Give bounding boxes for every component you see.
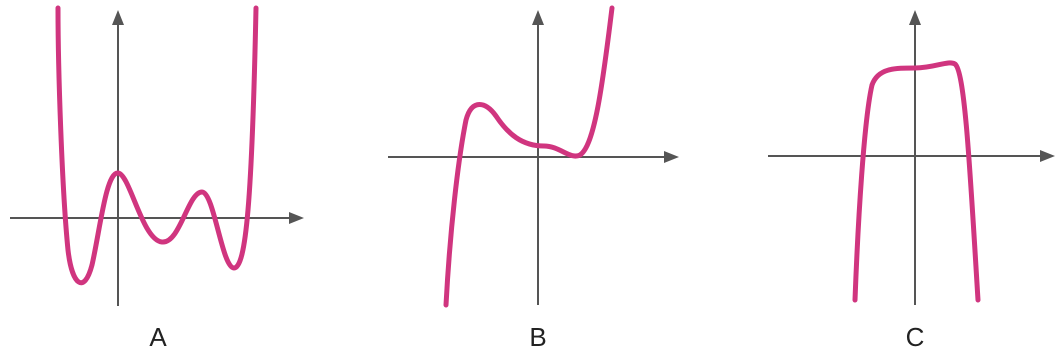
panel-c-label: C — [906, 322, 925, 352]
panel-a: A — [10, 5, 304, 352]
panel-a-y-axis-arrow — [112, 10, 124, 25]
panel-c: C — [768, 10, 1055, 352]
panel-a-x-axis-arrow — [289, 212, 304, 224]
panel-a-label: A — [149, 322, 167, 352]
panel-c-curve — [852, 60, 981, 303]
panel-b-label: B — [529, 322, 546, 352]
panel-b-y-axis-arrow — [532, 10, 544, 25]
panel-c-x-axis-arrow — [1040, 150, 1055, 162]
panel-a-curve — [55, 5, 259, 286]
panel-b-curve — [443, 5, 615, 308]
panel-b: B — [388, 5, 679, 352]
panel-c-y-axis-arrow — [909, 10, 921, 25]
panel-b-x-axis-arrow — [664, 151, 679, 163]
